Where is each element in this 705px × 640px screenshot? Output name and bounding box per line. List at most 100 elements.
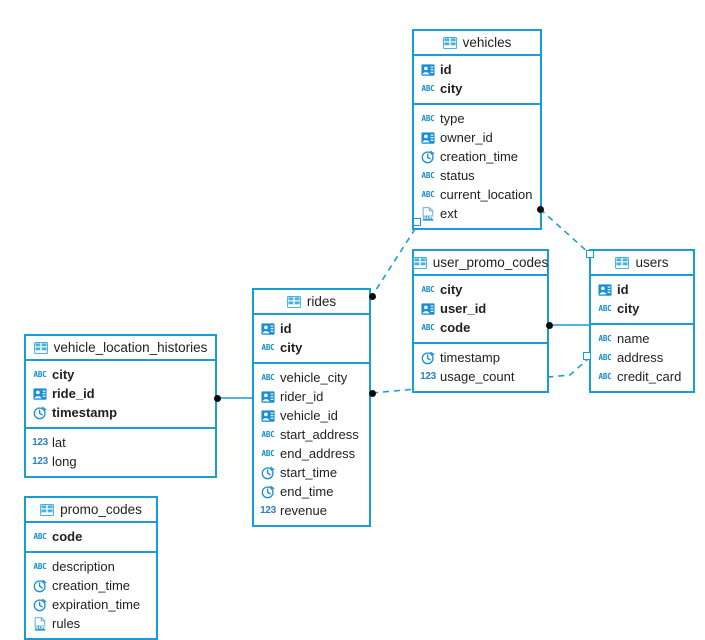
column-name: credit_card xyxy=(617,369,682,384)
column-row[interactable]: owner_id xyxy=(414,128,540,147)
relationship-one-endpoint xyxy=(413,218,421,226)
abc-string-icon: ABC xyxy=(598,371,612,381)
column-name: status xyxy=(440,168,475,183)
column-row[interactable]: end_time xyxy=(254,482,369,501)
abc-string-icon: ABC xyxy=(261,372,275,382)
table-title: vehicle_location_histories xyxy=(53,339,208,355)
key-badge-icon xyxy=(598,283,612,297)
column-row[interactable]: timestamp xyxy=(414,348,547,367)
column-name: start_time xyxy=(280,465,338,480)
table-header[interactable]: vehicles xyxy=(414,31,540,56)
column-name: creation_time xyxy=(52,578,131,593)
abc-string-icon: ABC xyxy=(421,189,435,199)
column-row[interactable]: rider_id xyxy=(254,387,369,406)
relationship-line-vehicles-users xyxy=(539,208,591,255)
table-title: user_promo_codes xyxy=(432,254,549,270)
relationship-many-endpoint xyxy=(536,205,544,213)
column-name: lat xyxy=(52,435,66,450)
key-badge-icon xyxy=(421,302,435,316)
table-grid-icon xyxy=(40,503,55,517)
column-name: ext xyxy=(440,206,458,221)
key-badge-icon xyxy=(421,63,435,77)
column-name: code xyxy=(440,320,471,335)
column-row[interactable]: ABC status xyxy=(414,166,540,185)
column-row[interactable]: id xyxy=(414,60,540,79)
column-name: usage_count xyxy=(440,369,515,384)
column-row[interactable]: creation_time xyxy=(414,147,540,166)
column-row[interactable]: expiration_time xyxy=(26,595,156,614)
column-row[interactable]: ABC credit_card xyxy=(591,367,693,386)
123-number-icon: 123 xyxy=(32,436,48,448)
column-name: id xyxy=(617,282,629,297)
column-row[interactable]: ride_id xyxy=(26,384,215,403)
column-row[interactable]: JSON rules xyxy=(26,614,156,633)
clock-icon xyxy=(261,466,275,480)
column-row[interactable]: ABC vehicle_city xyxy=(254,368,369,387)
column-row[interactable]: ABC city xyxy=(254,338,369,357)
relationship-one-endpoint xyxy=(583,352,591,360)
123-number-icon: 123 xyxy=(260,504,276,516)
column-name: city xyxy=(280,340,303,355)
table-title: rides xyxy=(306,293,337,309)
column-name: rules xyxy=(52,616,81,631)
table-grid-icon xyxy=(615,256,630,270)
column-row[interactable]: user_id xyxy=(414,299,547,318)
column-row[interactable]: id xyxy=(254,319,369,338)
column-row[interactable]: timestamp xyxy=(26,403,215,422)
table-header[interactable]: users xyxy=(591,251,693,276)
relationship-many-endpoint xyxy=(213,394,221,402)
abc-string-icon: ABC xyxy=(33,531,47,541)
table-title: users xyxy=(635,254,669,270)
table-header[interactable]: rides xyxy=(254,290,369,315)
column-row[interactable]: start_time xyxy=(254,463,369,482)
column-row[interactable]: vehicle_id xyxy=(254,406,369,425)
table-header[interactable]: vehicle_location_histories xyxy=(26,336,215,361)
key-badge-icon xyxy=(261,409,275,423)
abc-string-icon: ABC xyxy=(421,170,435,180)
column-row[interactable]: id xyxy=(591,280,693,299)
column-name: expiration_time xyxy=(52,597,141,612)
column-name: user_id xyxy=(440,301,487,316)
abc-string-icon: ABC xyxy=(261,342,275,352)
column-row[interactable]: 123 lat xyxy=(26,433,215,452)
table-grid-icon xyxy=(412,256,427,270)
column-name: vehicle_city xyxy=(280,370,348,385)
svg-text:JSON: JSON xyxy=(33,625,45,630)
abc-string-icon: ABC xyxy=(421,113,435,123)
column-name: end_address xyxy=(280,446,356,461)
table-header[interactable]: promo_codes xyxy=(26,498,156,523)
abc-string-icon: ABC xyxy=(598,303,612,313)
column-name: creation_time xyxy=(440,149,519,164)
column-name: description xyxy=(52,559,115,574)
relationship-line-vehicles-rides xyxy=(371,218,418,297)
table-header[interactable]: user_promo_codes xyxy=(412,251,549,276)
column-row[interactable]: creation_time xyxy=(26,576,156,595)
